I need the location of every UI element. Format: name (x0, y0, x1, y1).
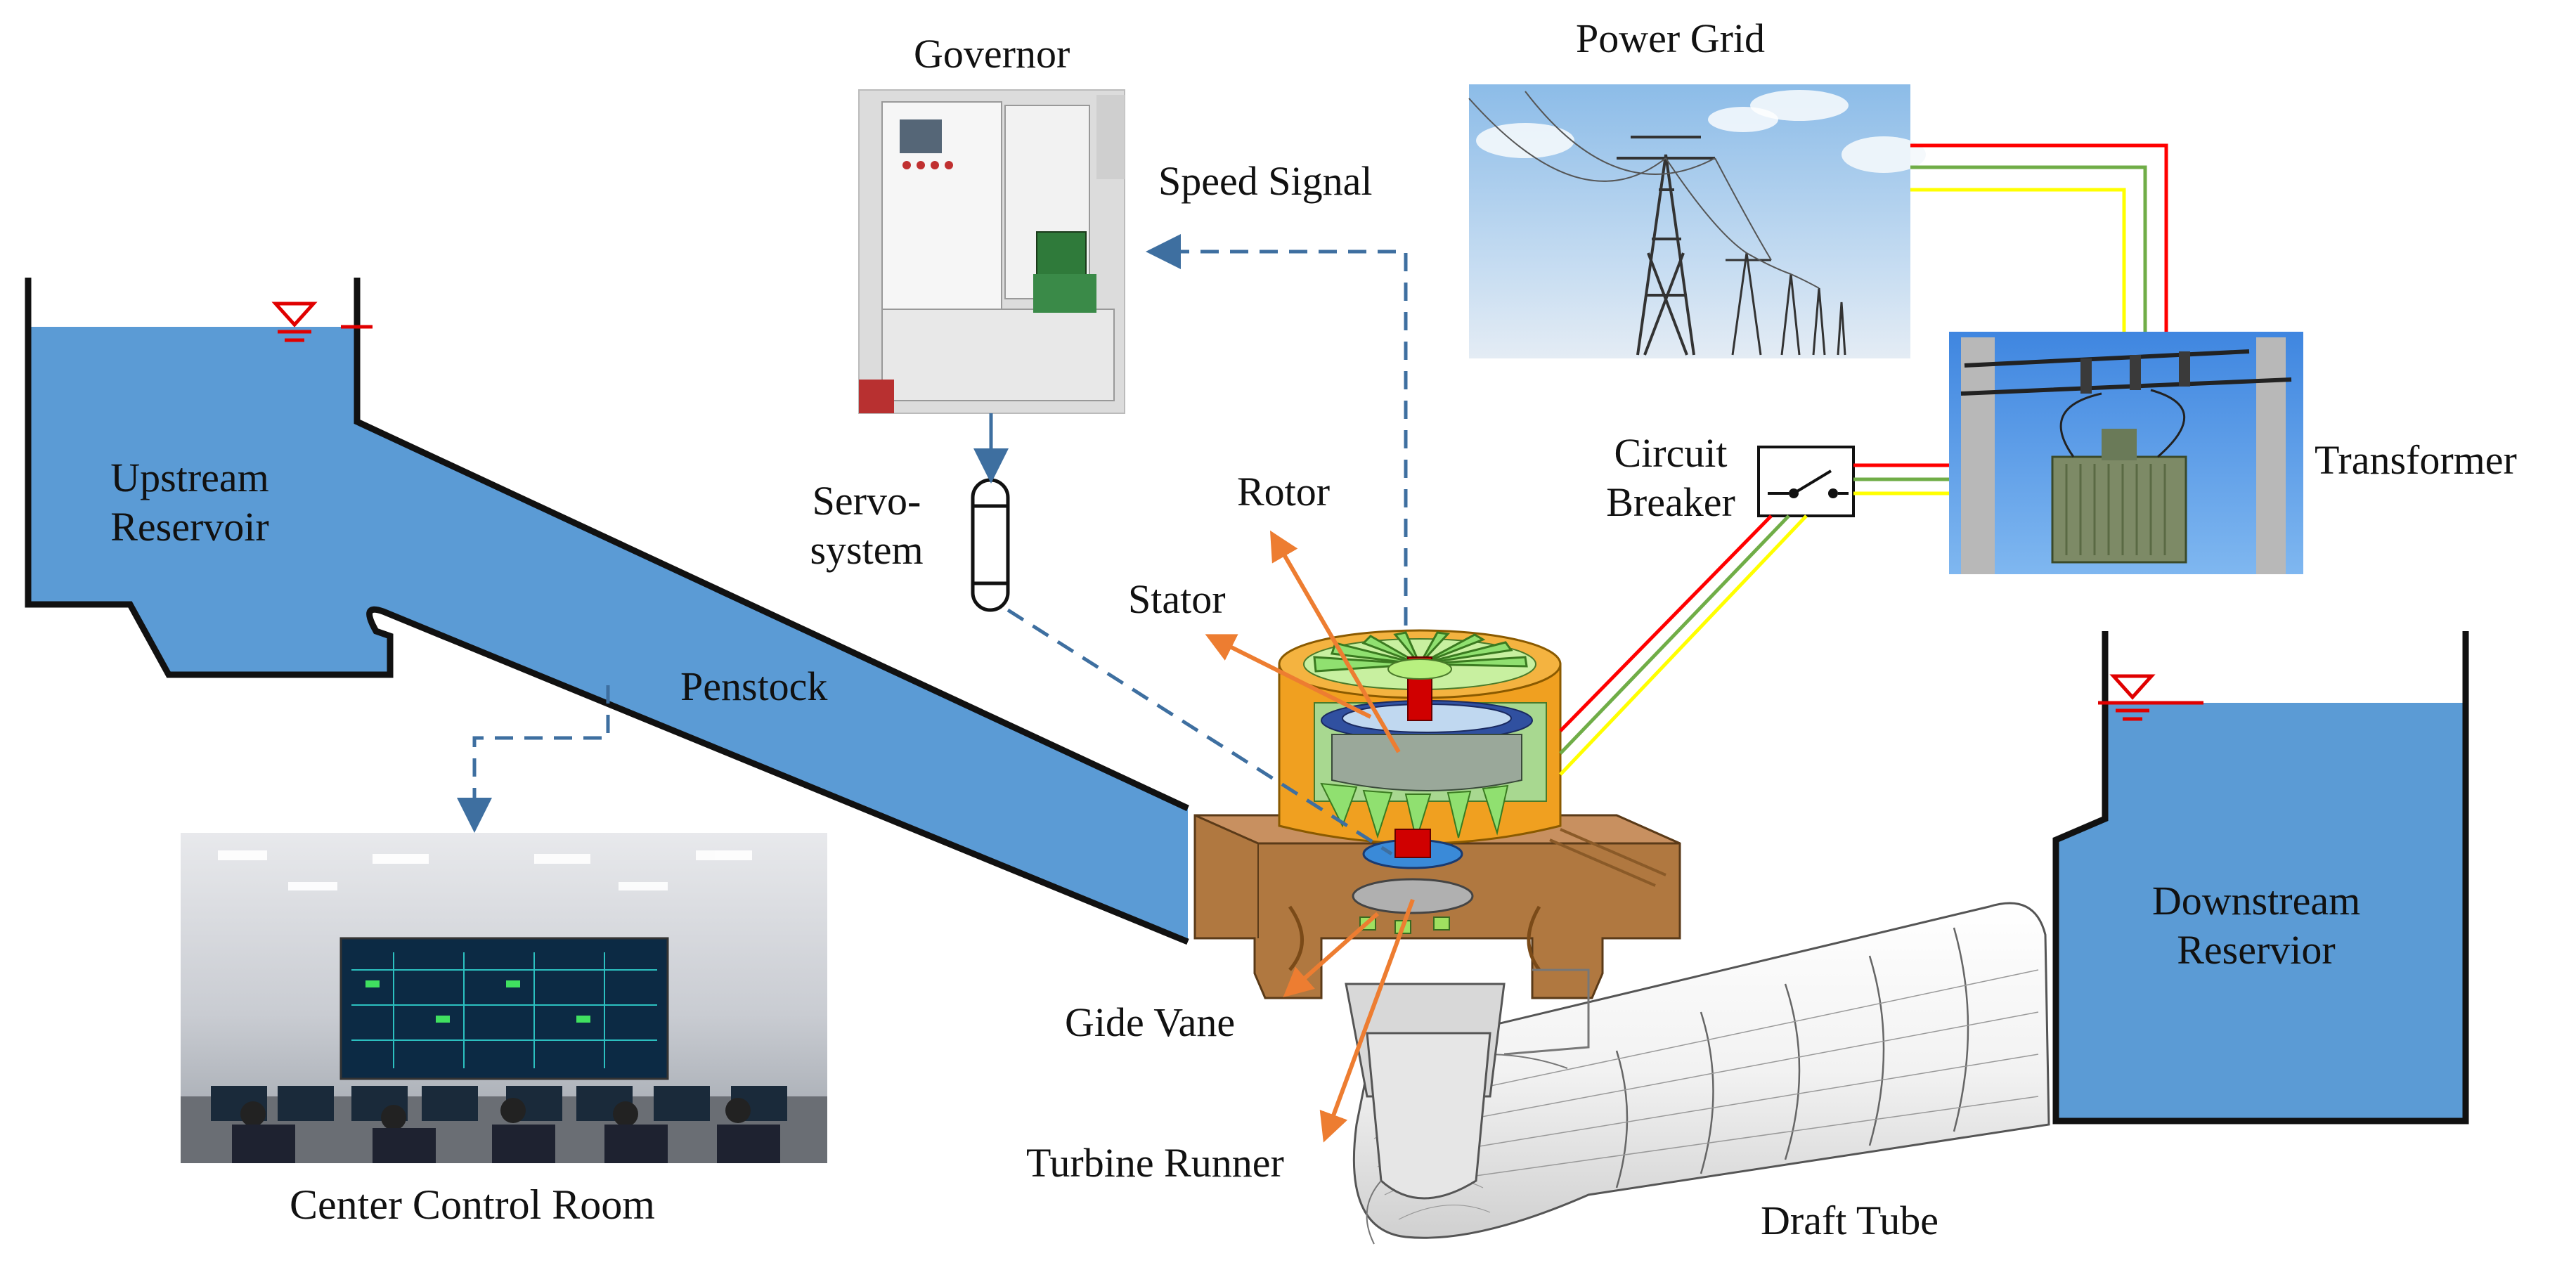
label-downstream-line1: Downstream (2151, 878, 2361, 924)
water-level-icon (2109, 674, 2156, 721)
label-power-grid: Power Grid (1576, 15, 1766, 61)
servo-cylinder-icon (971, 478, 1010, 612)
label-downstream-reservoir: Downstream Reservior (2116, 876, 2397, 974)
penstock-to-control-line (457, 685, 610, 833)
component-pointers (1205, 530, 1415, 1143)
signal-lines (457, 234, 1408, 856)
servo-to-turbine-line (1007, 608, 1393, 856)
rotor-pointer (1269, 530, 1401, 753)
turbine-runner-pointer (1319, 898, 1415, 1143)
switch-icon (1768, 469, 1849, 498)
label-upstream-reservoir: Upstream Reservoir (70, 453, 309, 551)
gide-vane-pointer (1283, 912, 1379, 997)
label-stator: Stator (1128, 576, 1226, 622)
label-penstock: Penstock (680, 663, 828, 709)
circuit-breaker-box (1757, 446, 1855, 517)
label-servo-line1: Servo- (812, 478, 921, 524)
speed-signal-line (1146, 234, 1408, 626)
power-grid-photo (1468, 84, 1926, 358)
label-servo-line2: system (810, 526, 924, 573)
label-turbine-runner: Turbine Runner (1026, 1140, 1284, 1186)
transformer-photo (1949, 332, 2303, 574)
label-servo-system: Servo- system (786, 477, 947, 574)
downstream-reservoir (2052, 631, 2469, 1125)
label-rotor: Rotor (1237, 469, 1331, 514)
label-transformer: Transformer (2315, 437, 2517, 483)
label-upstream-line2: Reservoir (110, 503, 269, 550)
label-gide-vane: Gide Vane (1065, 999, 1236, 1045)
power-lines (1559, 143, 2168, 776)
label-speed-signal: Speed Signal (1158, 158, 1373, 204)
draft-tube (1352, 902, 2050, 1239)
label-circuit-breaker-line2: Breaker (1606, 479, 1735, 525)
label-center-control-room: Center Control Room (290, 1181, 655, 1228)
label-draft-tube: Draft Tube (1761, 1198, 1939, 1243)
control-room-photo (181, 833, 827, 1163)
upstream-reservoir (25, 278, 1189, 945)
label-circuit-breaker-line1: Circuit (1614, 430, 1728, 476)
label-upstream-line1: Upstream (110, 455, 269, 500)
label-governor: Governor (914, 31, 1070, 77)
stator-pointer (1205, 634, 1372, 719)
upstream-reservoir-wall (25, 278, 1189, 945)
label-circuit-breaker: Circuit Breaker (1590, 429, 1752, 526)
label-downstream-line2: Reservior (2177, 926, 2336, 973)
water-level-icon (271, 302, 318, 342)
governor-photo (858, 89, 1125, 414)
